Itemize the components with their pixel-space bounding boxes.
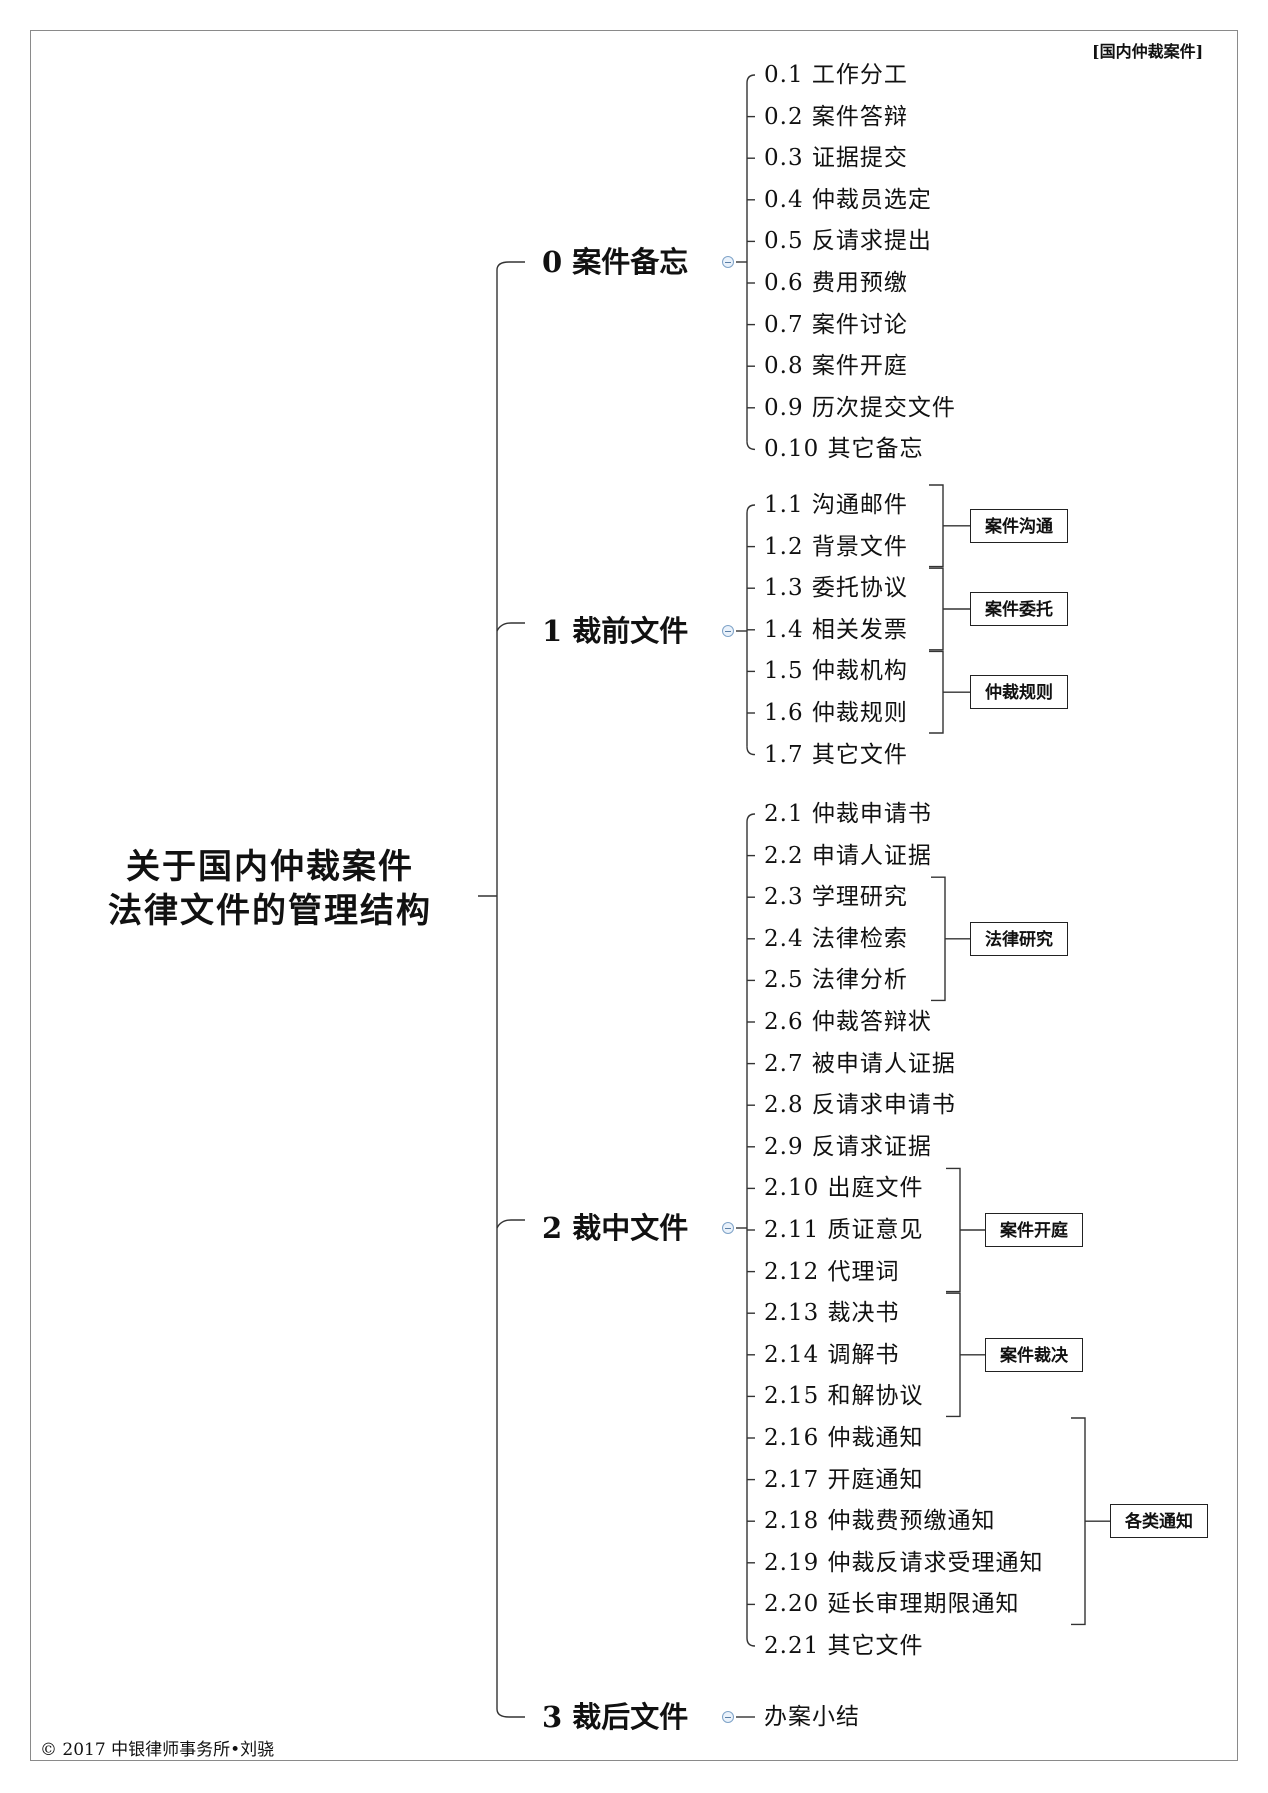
list-item: 1.2 背景文件 bbox=[764, 533, 908, 560]
list-item: 2.18 仲裁费预缴通知 bbox=[764, 1508, 996, 1535]
list-item: 0.4 仲裁员选定 bbox=[764, 186, 932, 213]
collapse-icon bbox=[722, 1711, 734, 1723]
list-item: 0.9 历次提交文件 bbox=[764, 394, 956, 421]
list-item: 2.15 和解协议 bbox=[764, 1383, 924, 1410]
collapse-icon bbox=[722, 625, 734, 637]
list-item: 1.1 沟通邮件 bbox=[764, 492, 908, 518]
item-tick bbox=[746, 746, 756, 756]
list-item: 1.5 仲裁机构 bbox=[764, 658, 908, 685]
list-item: 0.6 费用预缴 bbox=[764, 270, 908, 296]
branch-node: 1 裁前文件 bbox=[542, 614, 689, 648]
list-item: 0.7 案件讨论 bbox=[764, 311, 908, 338]
copyright-notice: © 2017 中银律师事务所•刘骁 bbox=[40, 1740, 275, 1760]
branch-connector bbox=[496, 1219, 525, 1229]
group-label-box: 案件沟通 bbox=[970, 508, 1068, 543]
collapse-icon bbox=[722, 1222, 734, 1234]
list-item: 2.17 开庭通知 bbox=[764, 1466, 924, 1493]
list-item: 2.10 出庭文件 bbox=[764, 1175, 924, 1202]
list-item: 2.5 法律分析 bbox=[764, 967, 908, 994]
list-item: 2.4 法律检索 bbox=[764, 925, 908, 952]
branch-node: 3 裁后文件 bbox=[542, 1700, 689, 1734]
list-item: 0.2 案件答辩 bbox=[764, 103, 908, 130]
list-item: 1.7 其它文件 bbox=[764, 741, 908, 768]
item-tick bbox=[746, 1637, 756, 1647]
branch-connector bbox=[496, 261, 525, 271]
list-item: 2.21 其它文件 bbox=[764, 1633, 924, 1659]
group-label-box: 案件委托 bbox=[970, 592, 1068, 626]
collapse-icon bbox=[722, 256, 734, 268]
list-item: 2.7 被申请人证据 bbox=[764, 1050, 956, 1077]
group-bracket bbox=[929, 484, 944, 568]
list-item: 2.6 仲裁答辩状 bbox=[764, 1009, 932, 1035]
group-label-box: 各类通知 bbox=[1110, 1504, 1208, 1539]
title-line-2: 法律文件的管理结构 bbox=[108, 891, 432, 931]
category-tag: [国内仲裁案件] bbox=[1092, 42, 1204, 61]
list-item: 2.14 调解书 bbox=[764, 1341, 900, 1368]
item-tick bbox=[746, 441, 756, 451]
group-bracket bbox=[929, 650, 944, 734]
list-item: 2.1 仲裁申请书 bbox=[764, 801, 932, 827]
list-item: 2.16 仲裁通知 bbox=[764, 1425, 924, 1451]
branch-connector bbox=[496, 622, 525, 632]
group-bracket bbox=[946, 1167, 961, 1293]
list-item: 2.20 延长审理期限通知 bbox=[764, 1591, 1020, 1618]
group-bracket bbox=[946, 1292, 961, 1418]
title-line-1: 关于国内仲裁案件 bbox=[126, 847, 414, 887]
list-item: 0.5 反请求提出 bbox=[764, 228, 932, 255]
branch-node: 0 案件备忘 bbox=[542, 245, 689, 279]
list-item: 0.10 其它备忘 bbox=[764, 436, 924, 463]
list-item: 0.3 证据提交 bbox=[764, 145, 908, 172]
list-item: 2.8 反请求申请书 bbox=[764, 1092, 956, 1119]
list-item: 2.11 质证意见 bbox=[764, 1217, 924, 1243]
list-item: 1.6 仲裁规则 bbox=[764, 700, 908, 726]
branch-connector bbox=[496, 1708, 525, 1718]
list-item: 办案小结 bbox=[764, 1704, 860, 1730]
group-bracket bbox=[931, 876, 946, 1002]
group-bracket bbox=[1071, 1417, 1086, 1626]
item-tick bbox=[746, 74, 756, 84]
list-item: 2.19 仲裁反请求受理通知 bbox=[764, 1549, 1044, 1576]
list-item: 0.1 工作分工 bbox=[764, 62, 908, 88]
list-item: 2.9 反请求证据 bbox=[764, 1133, 932, 1160]
list-item: 1.4 相关发票 bbox=[764, 616, 908, 643]
group-label-box: 仲裁规则 bbox=[970, 675, 1068, 710]
group-bracket bbox=[929, 567, 944, 651]
list-item: 2.2 申请人证据 bbox=[764, 842, 932, 869]
diagram-title: 关于国内仲裁案件 法律文件的管理结构 bbox=[70, 845, 470, 933]
list-item: 2.3 学理研究 bbox=[764, 884, 908, 911]
group-label-box: 法律研究 bbox=[970, 921, 1068, 956]
item-tick bbox=[746, 504, 756, 514]
branch-node: 2 裁中文件 bbox=[542, 1211, 689, 1245]
group-label-box: 案件裁决 bbox=[985, 1337, 1083, 1372]
list-item: 2.12 代理词 bbox=[764, 1258, 900, 1285]
group-label-box: 案件开庭 bbox=[985, 1213, 1083, 1247]
item-tick bbox=[746, 813, 756, 823]
list-item: 1.3 委托协议 bbox=[764, 575, 908, 602]
list-item: 2.13 裁决书 bbox=[764, 1300, 900, 1327]
list-item: 0.8 案件开庭 bbox=[764, 353, 908, 380]
page-frame bbox=[30, 30, 1238, 1761]
